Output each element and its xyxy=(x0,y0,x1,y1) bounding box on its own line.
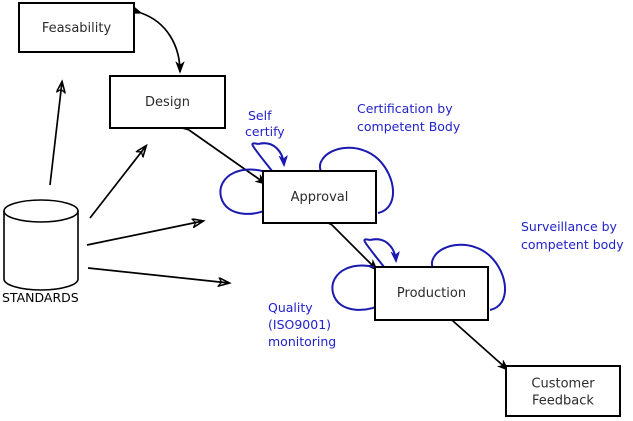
arrow-line xyxy=(86,221,203,246)
flow-standards-approval[interactable] xyxy=(86,221,203,246)
annotation-line-1: Surveillance by xyxy=(521,219,618,234)
annotation-line-1: Certification by xyxy=(357,101,453,116)
node-label: Approval xyxy=(291,190,349,205)
node-approval[interactable]: Approval xyxy=(262,170,377,224)
arrow-line xyxy=(89,146,146,219)
arrow-line xyxy=(141,13,180,72)
cylinder-body xyxy=(3,211,79,291)
annotation-certification-competent-body: Certification by competent Body xyxy=(357,101,461,134)
loop-curve-right-body xyxy=(433,243,506,311)
node-label: Production xyxy=(397,286,466,301)
loop-curve-left-body xyxy=(219,168,277,215)
node-production[interactable]: Production xyxy=(374,266,489,321)
data-store-label: STANDARDS xyxy=(2,290,79,305)
node-label-line1: Customer xyxy=(531,377,595,392)
arrow-line xyxy=(332,225,377,270)
node-label: Design xyxy=(145,95,190,110)
flow-production-customer-feedback[interactable] xyxy=(453,321,508,370)
self-loop-production-left[interactable] xyxy=(331,238,396,311)
loop-curve-left-join xyxy=(251,142,277,177)
node-customer-feedback[interactable]: Customer Feedback xyxy=(505,365,621,417)
loop-curve-left-arrow xyxy=(369,238,396,261)
node-feasability[interactable]: Feasability xyxy=(18,2,135,53)
loop-curve-right-body xyxy=(321,146,394,214)
flow-approval-production[interactable] xyxy=(332,225,377,270)
annotation-line-2: (ISO9001) xyxy=(268,317,331,332)
node-design[interactable]: Design xyxy=(109,75,226,129)
self-loop-approval-left[interactable] xyxy=(219,142,284,215)
annotation-surveillance-competent-body: Surveillance by competent body xyxy=(521,219,624,252)
node-box xyxy=(374,266,489,321)
annotation-line-2: competent body xyxy=(521,237,624,252)
loop-curve-left-join xyxy=(363,238,389,273)
annotation-line-1: Quality xyxy=(268,300,313,315)
node-box xyxy=(109,75,226,129)
arrow-line xyxy=(49,82,62,186)
annotation-line-3: monitoring xyxy=(268,334,336,349)
loop-curve-left-body xyxy=(331,264,389,311)
cylinder-top xyxy=(3,199,79,223)
annotation-self-certify: Self certify xyxy=(245,108,285,139)
node-box xyxy=(262,170,377,224)
annotation-line-2: certify xyxy=(245,124,285,139)
annotation-quality-monitoring: Quality (ISO9001) monitoring xyxy=(268,300,336,349)
node-box xyxy=(505,365,621,417)
data-store-standards[interactable]: STANDARDS xyxy=(2,199,79,305)
loop-curve-left-arrow xyxy=(257,142,284,165)
annotation-line-1: Self xyxy=(248,108,272,123)
node-label: Feasability xyxy=(42,21,112,36)
arrow-line xyxy=(87,267,229,283)
arrow-line xyxy=(189,130,266,184)
arrow-line xyxy=(453,321,508,370)
node-label-line2: Feedback xyxy=(532,394,594,409)
node-box xyxy=(18,2,135,53)
flow-feasability-design[interactable] xyxy=(141,13,180,72)
flow-standards-design[interactable] xyxy=(89,146,146,219)
flow-design-approval[interactable] xyxy=(189,130,266,184)
annotation-line-2: competent Body xyxy=(357,119,461,134)
flow-standards-production[interactable] xyxy=(87,267,229,283)
flow-standards-feasability[interactable] xyxy=(49,82,62,186)
